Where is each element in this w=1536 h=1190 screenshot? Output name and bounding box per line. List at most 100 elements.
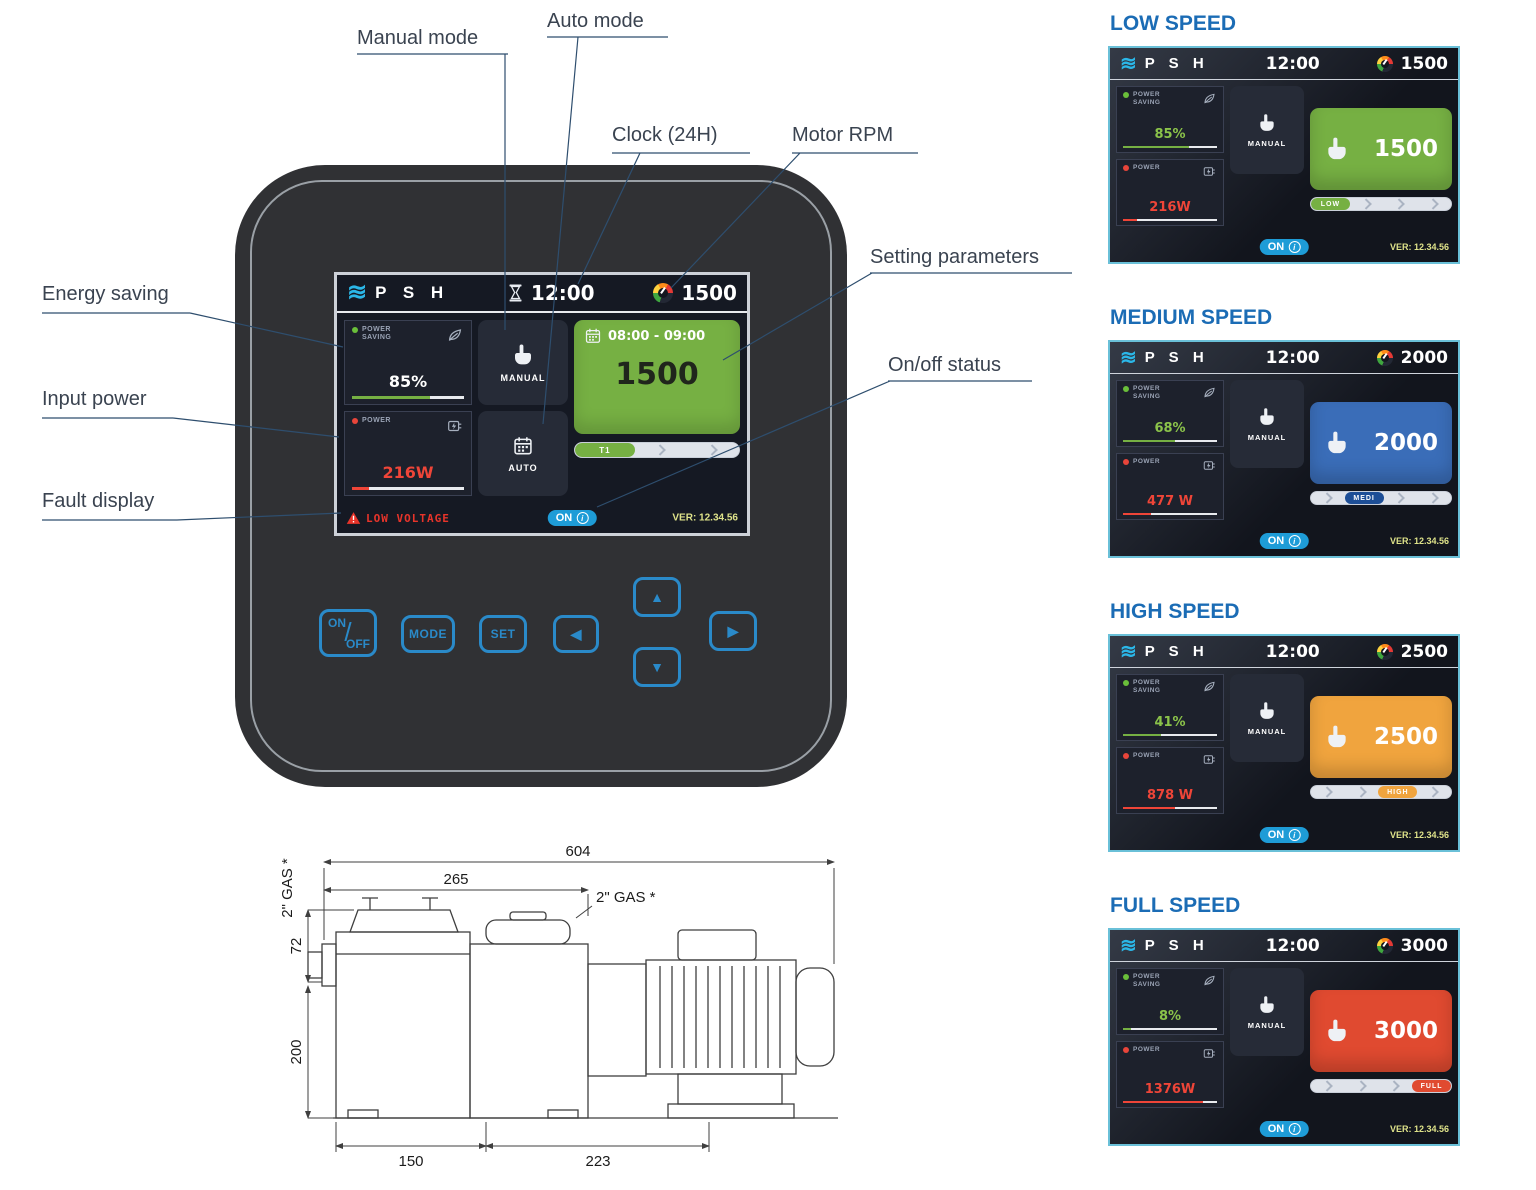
hand-tap-icon bbox=[1324, 1018, 1350, 1044]
power-plug-icon bbox=[1202, 1046, 1217, 1061]
psh-waves-icon: ≋ bbox=[347, 279, 368, 306]
speed-title: LOW SPEED bbox=[1110, 12, 1237, 35]
auto-mode-label: AUTO bbox=[508, 462, 538, 473]
eco-leaf-icon bbox=[446, 326, 464, 344]
on-status-badge: ON i bbox=[1259, 239, 1309, 255]
saving-progress-fill bbox=[1123, 146, 1189, 148]
chevron-icon bbox=[1311, 786, 1345, 798]
rpm-display: 1500 bbox=[1400, 53, 1448, 74]
input-power-tile: POWER 1376W bbox=[1116, 1041, 1224, 1108]
psh-waves-icon: ≋ bbox=[1120, 52, 1137, 75]
schedule-rpm: 1500 bbox=[615, 357, 699, 392]
eco-leaf-icon bbox=[1202, 973, 1217, 988]
display-footer: ON i VER: 12.34.56 bbox=[1110, 820, 1458, 850]
power-progress-track bbox=[1123, 513, 1217, 515]
hand-tap-icon bbox=[1257, 113, 1277, 133]
chevron-icon bbox=[687, 443, 739, 457]
eco-leaf-icon bbox=[1202, 679, 1217, 694]
callout-energy-saving: Energy saving bbox=[42, 283, 169, 305]
input-power-tile: POWER 216W bbox=[344, 411, 472, 496]
timer-progress-bar: T1 bbox=[574, 442, 740, 458]
chevron-icon bbox=[1378, 1080, 1412, 1092]
speed-box-rpm: 2500 bbox=[1373, 724, 1438, 750]
psh-waves-icon: ≋ bbox=[1120, 934, 1137, 957]
power-saving-label: POWER SAVING bbox=[1133, 91, 1161, 106]
on-label: ON bbox=[1267, 829, 1285, 841]
red-led-icon bbox=[1123, 1047, 1129, 1053]
hand-tap-icon bbox=[1324, 724, 1350, 750]
saving-progress-track bbox=[1123, 1028, 1217, 1030]
on-status-badge: ON i bbox=[547, 510, 597, 526]
brand-text: P S H bbox=[1144, 643, 1209, 660]
display-header: ≋ P S H 12:00 1500 bbox=[1110, 48, 1458, 80]
power-progress-track bbox=[352, 487, 464, 490]
brand-text: P S H bbox=[1144, 55, 1209, 72]
psh-waves-icon: ≋ bbox=[1120, 640, 1137, 663]
mode-button[interactable]: MODE bbox=[401, 615, 455, 653]
speedometer-icon bbox=[1376, 643, 1393, 660]
warning-icon bbox=[346, 511, 361, 525]
input-power-value: 1376W bbox=[1144, 1082, 1196, 1097]
power-saving-label: POWER SAVING bbox=[362, 326, 392, 342]
brand-text: P S H bbox=[1144, 349, 1209, 366]
green-led-icon bbox=[1123, 386, 1129, 392]
speed-box-rpm: 2000 bbox=[1373, 430, 1438, 456]
power-saving-value: 41% bbox=[1154, 715, 1186, 730]
speed-box-rpm: 3000 bbox=[1373, 1018, 1438, 1044]
on-label: ON bbox=[1267, 535, 1285, 547]
speed-title: MEDIUM SPEED bbox=[1110, 306, 1273, 329]
hand-tap-icon bbox=[511, 343, 535, 367]
dim-base-front: 150 bbox=[398, 1153, 423, 1170]
on-label: ON bbox=[1267, 241, 1285, 253]
display-body: POWER SAVING 85% POWER 216W bbox=[337, 313, 747, 503]
power-progress-track bbox=[1123, 1101, 1217, 1103]
display-footer: LOW VOLTAGE ON i VER: 12.34.56 bbox=[337, 503, 747, 533]
display-header: ≋ P S H 12:00 2000 bbox=[1110, 342, 1458, 374]
pump-display: ≋ P S H 12:00 2000 POWER SAVING bbox=[1108, 340, 1460, 558]
display-body: POWER SAVING 68% POWER bbox=[1110, 374, 1458, 526]
callout-motor-rpm: Motor RPM bbox=[792, 124, 894, 146]
red-led-icon bbox=[1123, 753, 1129, 759]
speed-display-box: 3000 bbox=[1310, 990, 1452, 1072]
schedule-parameter-box: 08:00 - 09:00 1500 bbox=[574, 320, 740, 434]
speed-screens-column: LOW SPEED ≋ P S H 12:00 1500 bbox=[1108, 12, 1462, 1188]
power-progress-track bbox=[1123, 807, 1217, 809]
firmware-version: VER: 12.34.56 bbox=[672, 512, 738, 524]
info-icon: i bbox=[1288, 829, 1301, 841]
pump-display: ≋ P S H 12:00 3000 POWER SAVING bbox=[1108, 928, 1460, 1146]
fault-message: LOW VOLTAGE bbox=[346, 511, 450, 525]
power-saving-label: POWER SAVING bbox=[1133, 385, 1161, 400]
input-power-value: 477 W bbox=[1146, 494, 1193, 509]
up-arrow-button[interactable]: ▲ bbox=[633, 577, 681, 617]
controller-front-panel: ≋ P S H 12:00 1500 POWER SAVING bbox=[235, 165, 847, 787]
green-led-icon bbox=[1123, 974, 1129, 980]
chevron-icon bbox=[635, 443, 687, 457]
speed-stage-badge: MEDI bbox=[1344, 492, 1384, 504]
power-saving-value: 8% bbox=[1158, 1009, 1182, 1024]
power-plug-icon bbox=[1202, 752, 1217, 767]
main-display: ≋ P S H 12:00 1500 POWER SAVING bbox=[334, 272, 750, 536]
power-saving-label: POWER SAVING bbox=[1133, 973, 1161, 988]
input-power-label: POWER bbox=[1133, 164, 1161, 171]
on-status-badge: ON i bbox=[1259, 1121, 1309, 1137]
power-saving-tile: POWER SAVING 85% bbox=[344, 320, 472, 405]
speed-stage-badge: FULL bbox=[1412, 1080, 1451, 1092]
red-led-icon bbox=[352, 418, 358, 424]
red-led-icon bbox=[1123, 165, 1129, 171]
manual-mode-label: MANUAL bbox=[1247, 432, 1287, 442]
speed-stage-bar: FULL bbox=[1310, 1079, 1452, 1093]
dim-height-main: 200 bbox=[288, 1039, 305, 1064]
chevron-icon bbox=[1311, 492, 1345, 504]
left-arrow-button[interactable]: ◀ bbox=[553, 615, 599, 653]
on-off-button[interactable]: ON / OFF bbox=[319, 609, 377, 657]
set-button[interactable]: SET bbox=[479, 615, 527, 653]
chevron-icon bbox=[1384, 198, 1418, 210]
callout-clock: Clock (24H) bbox=[612, 124, 718, 146]
down-arrow-button[interactable]: ▼ bbox=[633, 647, 681, 687]
power-saving-tile: POWER SAVING 68% bbox=[1116, 380, 1224, 447]
power-plug-icon bbox=[1202, 458, 1217, 473]
on-status-badge: ON i bbox=[1259, 827, 1309, 843]
right-arrow-button[interactable]: ▶ bbox=[709, 611, 757, 651]
display-header: ≋ P S H 12:00 1500 bbox=[337, 275, 747, 313]
on-status-badge: ON i bbox=[1259, 533, 1309, 549]
